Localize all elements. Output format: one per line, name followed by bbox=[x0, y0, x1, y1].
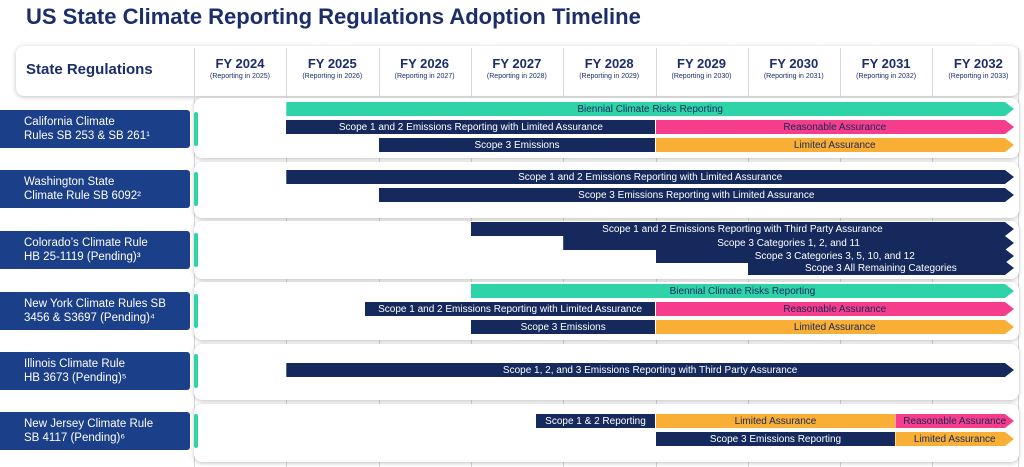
timeline-bar: Limited Assurance bbox=[656, 138, 1015, 152]
timeline-bar: Biennial Climate Risks Reporting bbox=[286, 102, 1014, 116]
year-header: FY 2027 (Reporting in 2028) bbox=[471, 56, 563, 80]
year-label: FY 2029 bbox=[677, 56, 726, 71]
timeline-bar-label: Limited Assurance bbox=[793, 321, 876, 333]
timeline-bar: Scope 3 Emissions bbox=[378, 138, 656, 152]
timeline-bar: Scope 3 All Remaining Categories bbox=[748, 261, 1014, 275]
timeline-bar: Biennial Climate Risks Reporting bbox=[471, 284, 1014, 298]
timeline-bar-label: Scope 3 All Remaining Categories bbox=[805, 262, 957, 274]
year-label: FY 2028 bbox=[584, 56, 634, 71]
timeline-bar-label: Limited Assurance bbox=[734, 415, 817, 427]
year-sublabel: (Reporting in 2029) bbox=[579, 73, 640, 80]
year-label: FY 2027 bbox=[492, 56, 542, 71]
state-regulation-label-line: Washington State bbox=[24, 176, 115, 188]
timeline-bar: Scope 3 Emissions Reporting bbox=[655, 432, 896, 446]
row-accent bbox=[194, 294, 198, 328]
timeline-bar: Scope 1 and 2 Emissions Reporting with L… bbox=[364, 302, 656, 316]
row-accent bbox=[194, 233, 198, 267]
timeline-bar-label: Scope 3 Emissions Reporting bbox=[709, 433, 842, 445]
state-regulation-label-line: HB 25-1119 (Pending)³ bbox=[24, 251, 141, 263]
timeline-bar-label: Scope 1 and 2 Emissions Reporting with T… bbox=[602, 223, 883, 235]
timeline-bar: Scope 1 and 2 Emissions Reporting with L… bbox=[286, 170, 1014, 184]
state-regulation-label-line: California Climate bbox=[24, 116, 115, 128]
timeline-bar-label: Reasonable Assurance bbox=[783, 303, 887, 315]
timeline-bar: Scope 1 & 2 Reporting bbox=[535, 414, 656, 428]
timeline-bar: Scope 3 Categories 1, 2, and 11 bbox=[563, 236, 1014, 250]
timeline-bar-label: Reasonable Assurance bbox=[903, 415, 1007, 427]
year-sublabel: (Reporting in 2026) bbox=[302, 73, 363, 80]
timeline-bar: Scope 3 Emissions bbox=[470, 320, 656, 334]
state-regulations-header: State Regulations bbox=[26, 61, 153, 78]
state-regulation-label-line: 3456 & S3697 (Pending)⁴ bbox=[24, 312, 155, 324]
state-regulation-label-line: New Jersey Climate Rule bbox=[24, 418, 154, 430]
timeline-bar-label: Scope 3 Categories 3, 5, 10, and 12 bbox=[754, 250, 915, 262]
state-regulation-label-line: Rules SB 253 & SB 261¹ bbox=[24, 130, 150, 142]
page-title: US State Climate Reporting Regulations A… bbox=[26, 4, 641, 29]
timeline-bar-label: Scope 1 and 2 Emissions Reporting with L… bbox=[338, 121, 603, 133]
year-sublabel: (Reporting in 2032) bbox=[856, 73, 917, 80]
year-header: FY 2032 (Reporting in 2033) bbox=[932, 56, 1024, 80]
year-sublabel: (Reporting in 2025) bbox=[210, 73, 270, 80]
year-header: FY 2026 (Reporting in 2027) bbox=[379, 56, 471, 80]
year-header: FY 2028 (Reporting in 2029) bbox=[563, 56, 655, 80]
row-accent bbox=[194, 414, 198, 448]
year-label: FY 2030 bbox=[769, 56, 819, 71]
timeline-bar: Scope 1 and 2 Emissions Reporting with T… bbox=[471, 222, 1014, 236]
timeline-bar-label: Biennial Climate Risks Reporting bbox=[577, 103, 723, 115]
row-accent bbox=[194, 112, 198, 146]
timeline-bar-label: Scope 3 Emissions bbox=[474, 139, 560, 151]
state-regulation-label: Colorado’s Climate Rule HB 25-1119 (Pendi… bbox=[0, 231, 190, 269]
year-header: FY 2025 (Reporting in 2026) bbox=[286, 56, 378, 80]
state-regulation-label: Illinois Climate Rule HB 3673 (Pending)⁵ bbox=[0, 352, 190, 390]
year-sublabel: (Reporting in 2033) bbox=[948, 73, 1009, 80]
timeline-bar-label: Scope 1 and 2 Emissions Reporting with L… bbox=[518, 171, 783, 183]
year-header: FY 2029 (Reporting in 2030) bbox=[656, 56, 748, 80]
timeline-bar-label: Scope 1, 2, and 3 Emissions Reporting wi… bbox=[502, 364, 798, 376]
timeline-bar: Limited Assurance bbox=[895, 432, 1014, 446]
state-regulation-label-line: New York Climate Rules SB bbox=[24, 298, 166, 310]
timeline-bar-label: Limited Assurance bbox=[793, 139, 876, 151]
state-regulation-label-line: Colorado’s Climate Rule bbox=[24, 237, 148, 249]
year-sublabel: (Reporting in 2027) bbox=[394, 73, 455, 80]
timeline-bar-label: Biennial Climate Risks Reporting bbox=[669, 285, 816, 297]
year-sublabel: (Reporting in 2028) bbox=[486, 73, 547, 80]
timeline-bar: Scope 1, 2, and 3 Emissions Reporting wi… bbox=[286, 363, 1014, 377]
timeline-bar-label: Scope 3 Emissions Reporting with Limited… bbox=[578, 189, 815, 201]
timeline-bar: Scope 3 Emissions Reporting with Limited… bbox=[379, 188, 1014, 202]
timeline-bar: Scope 3 Categories 3, 5, 10, and 12 bbox=[656, 249, 1015, 263]
timeline-bar: Reasonable Assurance bbox=[895, 414, 1014, 428]
timeline-bar: Limited Assurance bbox=[655, 414, 896, 428]
timeline-bar-label: Scope 1 & 2 Reporting bbox=[545, 415, 646, 427]
year-header: FY 2030 (Reporting in 2031) bbox=[748, 56, 840, 80]
timeline-bar-label: Scope 3 Categories 1, 2, and 11 bbox=[717, 237, 860, 249]
year-sublabel: (Reporting in 2031) bbox=[763, 73, 824, 80]
timeline-header bbox=[16, 46, 1019, 96]
year-label: FY 2032 bbox=[953, 56, 1003, 71]
timeline-bar: Limited Assurance bbox=[656, 320, 1015, 334]
timeline-bar-label: Reasonable Assurance bbox=[783, 121, 887, 133]
state-regulation-label-line: Climate Rule SB 6092² bbox=[24, 190, 141, 202]
state-regulation-label-line: Illinois Climate Rule bbox=[24, 358, 125, 370]
state-regulation-label: New Jersey Climate Rule SB 4117 (Pending)… bbox=[0, 412, 190, 450]
timeline-bar-label: Limited Assurance bbox=[913, 433, 996, 445]
year-label: FY 2025 bbox=[307, 56, 357, 71]
year-label: FY 2031 bbox=[861, 56, 911, 71]
state-regulation-label-line: SB 4117 (Pending)⁶ bbox=[24, 432, 126, 444]
row-accent bbox=[194, 172, 198, 206]
row-accent bbox=[194, 354, 198, 388]
year-header: FY 2024 (Reporting in 2025) bbox=[194, 56, 286, 80]
timeline-bar-label: Scope 3 Emissions bbox=[520, 321, 606, 333]
timeline-bar: Scope 1 and 2 Emissions Reporting with L… bbox=[286, 120, 656, 134]
year-header: FY 2031 (Reporting in 2032) bbox=[840, 56, 932, 80]
state-regulation-label-line: HB 3673 (Pending)⁵ bbox=[24, 372, 127, 384]
timeline-bar-label: Scope 1 and 2 Emissions Reporting with L… bbox=[378, 303, 643, 315]
year-label: FY 2024 bbox=[215, 56, 265, 71]
timeline-bar: Reasonable Assurance bbox=[656, 120, 1015, 134]
year-sublabel: (Reporting in 2030) bbox=[671, 73, 732, 80]
state-regulation-label: New York Climate Rules SB 3456 & S3697 (P… bbox=[0, 292, 190, 330]
year-label: FY 2026 bbox=[400, 56, 450, 71]
timeline-bar: Reasonable Assurance bbox=[656, 302, 1015, 316]
